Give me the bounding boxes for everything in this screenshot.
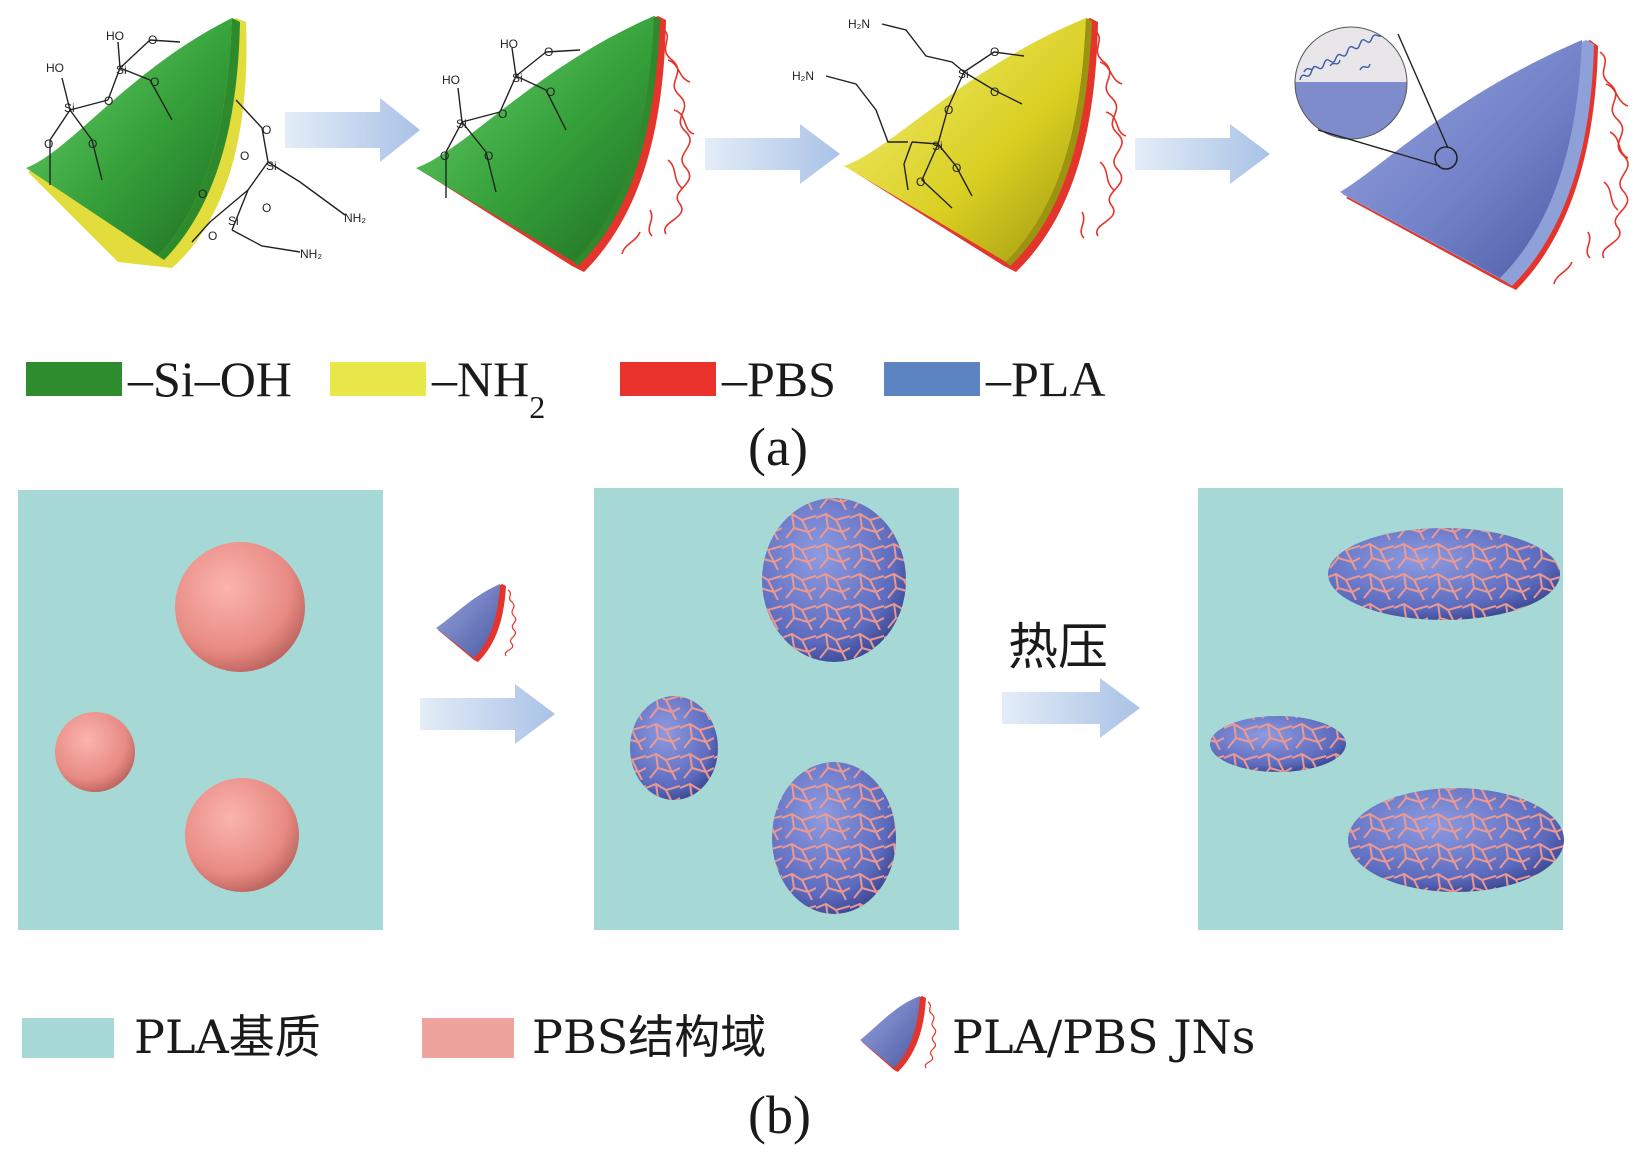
caption-b: (b) xyxy=(748,1085,811,1145)
label-o-3: O xyxy=(104,94,113,108)
label-h2n-1: H₂N xyxy=(848,17,870,31)
label-o-6: O xyxy=(262,123,271,137)
arrow-hot-press xyxy=(1002,678,1140,738)
legend-label-pla: –PLA xyxy=(986,351,1106,407)
label-o-12: O xyxy=(546,85,555,99)
label-o-9: O xyxy=(208,229,217,243)
label-o-17: O xyxy=(990,85,999,99)
label-ho-3: HO xyxy=(500,37,518,51)
covered-domain-top xyxy=(762,498,906,662)
label-o-1: O xyxy=(148,33,157,47)
arrow-step1 xyxy=(285,98,420,162)
legend-swatch-pla xyxy=(884,362,980,396)
label-o-2: O xyxy=(150,75,159,89)
legend-label-silanol: –Si–OH xyxy=(128,351,292,407)
covered-domain-left xyxy=(630,696,718,800)
label-o-16: O xyxy=(990,45,999,59)
label-o-5: O xyxy=(88,137,97,151)
label-si-1: Si xyxy=(116,63,127,77)
label-o-18: O xyxy=(944,103,953,117)
legend-label-pla-matrix: PLA基质 xyxy=(134,1010,321,1064)
label-si-6: Si xyxy=(456,117,467,131)
janus-particle-icon xyxy=(860,996,937,1072)
legend-label-amine-main: –NH xyxy=(432,351,530,407)
magnified-inset xyxy=(1294,26,1458,170)
label-o-10: O xyxy=(262,201,271,215)
legend-label-janus: PLA/PBS JNs xyxy=(952,1010,1256,1064)
step2-pbs-grafted-shell xyxy=(416,16,695,272)
arrow-blend-1 xyxy=(420,684,555,744)
legend-label-amine-sub: 2 xyxy=(529,389,546,425)
label-ho-2: HO xyxy=(46,61,64,75)
covered-domain-bottom xyxy=(772,762,896,914)
label-o-15: O xyxy=(484,149,493,163)
step1-silanol-shell xyxy=(26,18,247,268)
label-o-11: O xyxy=(544,45,553,59)
legend-swatch-pbs xyxy=(620,362,716,396)
hot-press-label: 热压 xyxy=(1008,618,1108,676)
label-o-14: O xyxy=(440,149,449,163)
legend-swatch-silanol xyxy=(26,362,122,396)
step4-janus-shell xyxy=(1340,40,1629,290)
label-nh2-1: NH₂ xyxy=(344,211,366,225)
arrow-step3 xyxy=(1135,124,1270,184)
legend-label-pbs: –PBS xyxy=(722,351,836,407)
step2-molecule xyxy=(445,47,581,198)
step1-molecule xyxy=(49,39,346,253)
step3-molecule xyxy=(825,23,1025,209)
pbs-domain-large-top xyxy=(175,542,305,672)
legend-swatch-amine xyxy=(330,362,426,396)
flattened-domain-left xyxy=(1210,716,1346,772)
legend-swatch-pla-matrix xyxy=(22,1018,114,1058)
label-si-8: Si xyxy=(932,139,943,153)
label-si-3: Si xyxy=(266,159,277,173)
janus-particle-icon-process xyxy=(436,584,517,662)
step3-amine-shell xyxy=(844,18,1127,272)
label-si-4: Si xyxy=(228,214,239,228)
caption-a: (a) xyxy=(748,417,808,477)
flattened-domain-bottom xyxy=(1348,788,1564,892)
pbs-domain-large-bottom xyxy=(185,778,299,892)
arrow-step2 xyxy=(705,124,840,184)
label-ho-1: HO xyxy=(106,29,124,43)
legend-swatch-pbs-domain xyxy=(422,1018,514,1058)
label-h2n-2: H₂N xyxy=(792,69,814,83)
label-o-7: O xyxy=(240,149,249,163)
flattened-domain-top xyxy=(1328,528,1560,620)
legend-label-amine: –NH2 xyxy=(432,351,545,423)
pbs-domain-small-left xyxy=(55,712,135,792)
panel-b-diagram xyxy=(18,488,1564,930)
label-ho-4: HO xyxy=(442,73,460,87)
label-o-19: O xyxy=(952,161,961,175)
label-o-4: O xyxy=(44,137,53,151)
label-nh2-2: NH₂ xyxy=(300,247,322,261)
label-o-20: O xyxy=(916,175,925,189)
label-o-13: O xyxy=(498,107,507,121)
label-si-5: Si xyxy=(512,71,523,85)
panel-a-diagram: HO Si O O HO Si O O O O O Si O Si O O NH… xyxy=(26,16,1629,290)
legend-label-pbs-domain: PBS结构域 xyxy=(532,1010,767,1064)
label-si-2: Si xyxy=(64,101,75,115)
label-si-7: Si xyxy=(958,67,969,81)
label-o-8: O xyxy=(198,187,207,201)
